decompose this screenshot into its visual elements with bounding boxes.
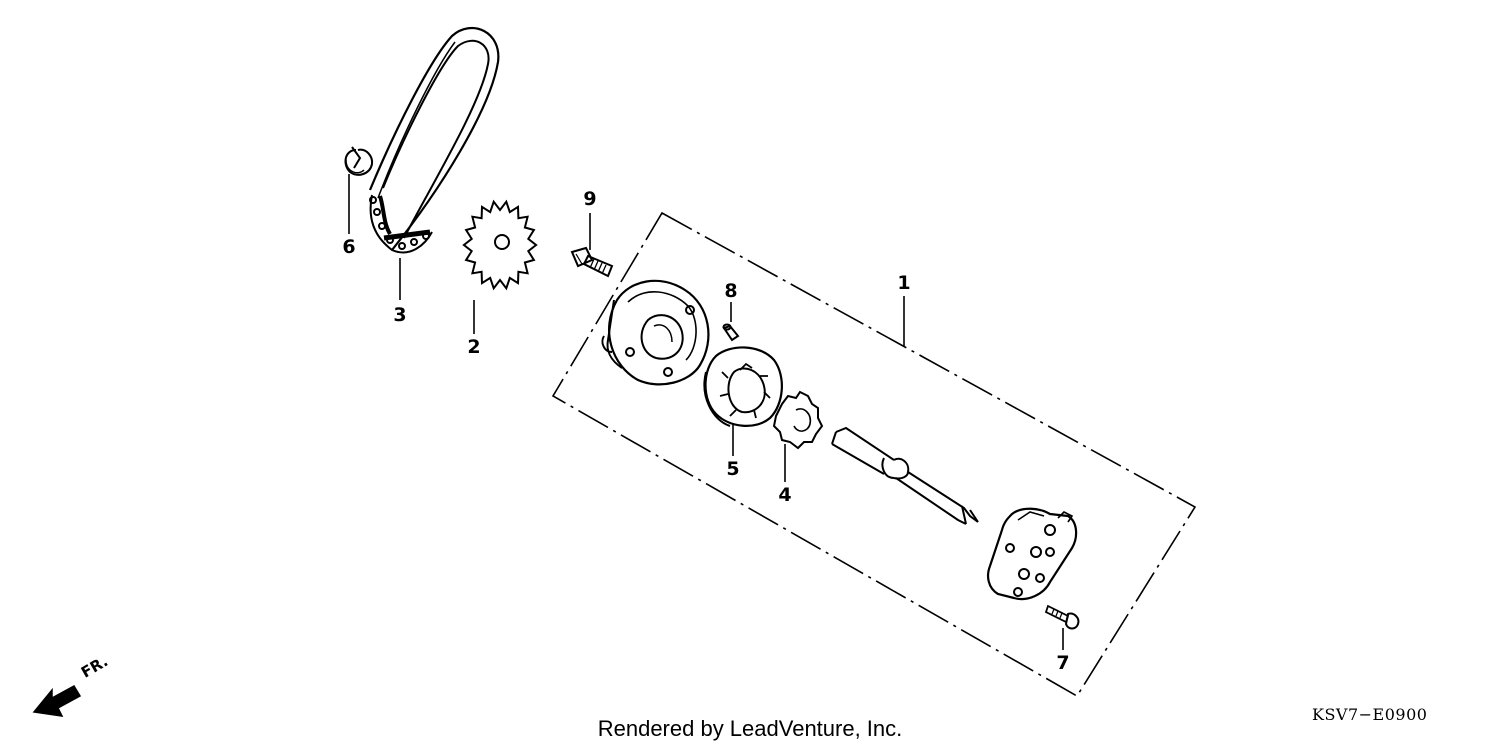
diagram-code: KSV7−E0900 — [1312, 705, 1428, 724]
pump-body — [601, 279, 710, 386]
callout-8: 8 — [724, 280, 738, 302]
callout-1: 1 — [897, 272, 911, 294]
outer-rotor — [703, 346, 783, 427]
callout-5: 5 — [726, 458, 740, 480]
callout-6: 6 — [342, 236, 356, 258]
cam-chain — [368, 26, 500, 254]
flange-bolt — [570, 246, 614, 278]
front-direction-arrow-icon — [32, 684, 82, 717]
assembly-boundary — [551, 211, 1197, 698]
drive-sprocket — [462, 199, 538, 291]
cover-screw — [1044, 604, 1080, 630]
callout-4: 4 — [778, 484, 792, 506]
callout-7: 7 — [1056, 652, 1070, 674]
dowel-pin — [722, 323, 740, 342]
callout-3: 3 — [393, 304, 407, 326]
pump-cover — [987, 507, 1078, 601]
chain-clip — [344, 146, 374, 176]
pump-shaft — [831, 426, 979, 525]
callout-9: 9 — [583, 188, 597, 210]
credit-text: Rendered by LeadVenture, Inc. — [597, 716, 903, 741]
leader-lines — [348, 174, 1064, 650]
inner-rotor — [772, 390, 824, 450]
callout-2: 2 — [467, 336, 481, 358]
